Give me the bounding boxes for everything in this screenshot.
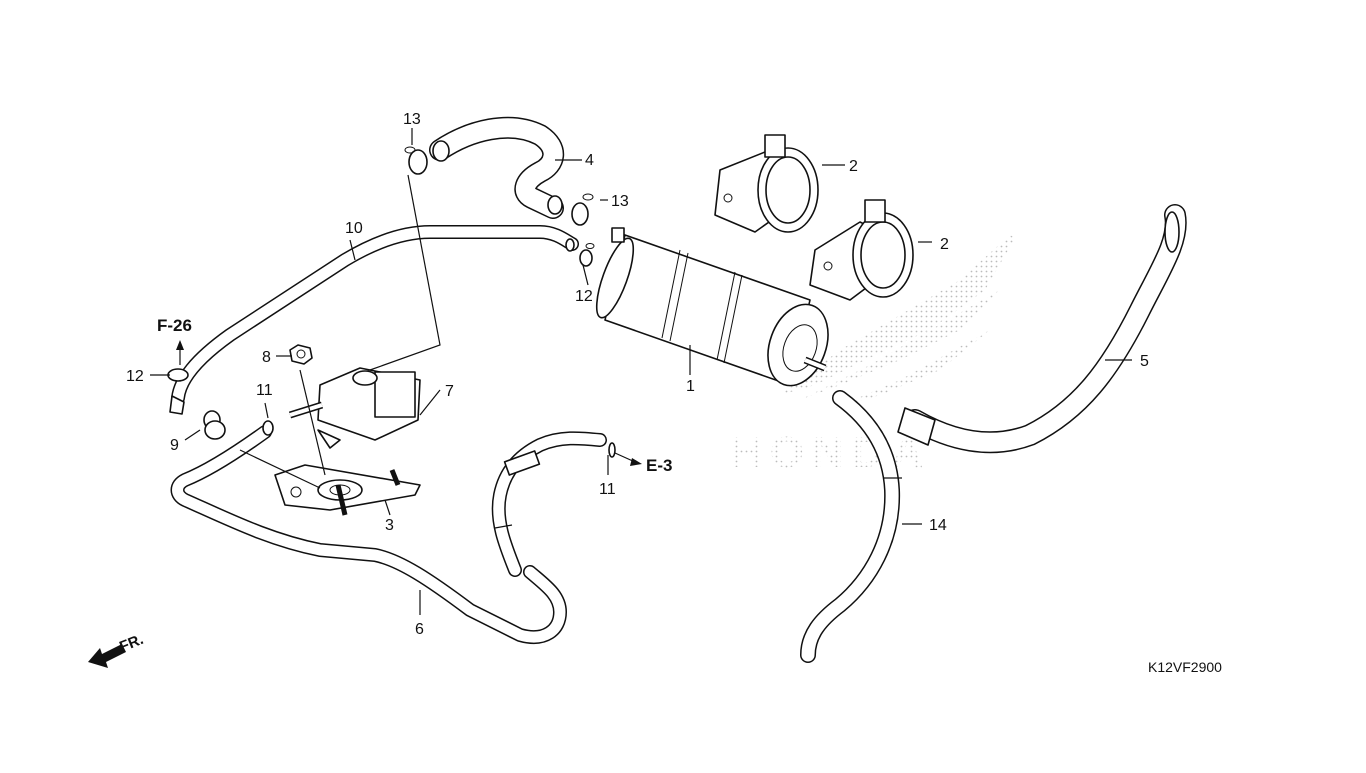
callout-4: 4 [585,152,594,169]
clips [167,146,616,458]
solenoid-valve-7 [288,367,421,449]
hose-10 [169,225,579,415]
drawing-code: K12VF2900 [1148,659,1222,675]
front-label: FR. [117,631,146,656]
callout-12-right: 12 [575,288,593,305]
grommet-9 [203,410,226,440]
callout-3: 3 [385,517,394,534]
holder-2-upper [714,134,819,233]
callout-2-lower: 2 [940,236,949,253]
callout-13-top: 13 [403,111,421,128]
ref-f26: F-26 [157,316,192,335]
hose-e3 [491,431,607,577]
holder-2-lower [809,199,914,301]
canister-1 [595,227,829,387]
callout-5: 5 [1140,353,1149,370]
callout-2-upper: 2 [849,158,858,175]
callout-14: 14 [929,517,947,534]
callout-7: 7 [445,383,454,400]
leader-lines [150,128,1132,615]
hose-14 [800,390,902,663]
watermark-text: HONDA [730,428,931,477]
hose-4 [429,116,565,219]
callout-13-right: 13 [611,193,629,210]
callout-11-right: 11 [599,481,616,498]
ref-e3: E-3 [646,456,672,475]
hose-5 [897,204,1187,454]
front-arrow: FR. [88,631,146,668]
callout-11-left: 11 [256,382,273,399]
callout-6: 6 [415,621,424,638]
callout-12-left: 12 [126,368,144,385]
callout-8: 8 [262,349,271,366]
callouts: 1 2 2 3 4 5 6 7 8 9 10 11 11 12 12 13 13… [126,111,1149,638]
hose-6 [170,425,567,644]
bracket-3 [274,464,421,516]
callout-10: 10 [345,220,363,237]
callout-1: 1 [686,378,695,395]
nut-8 [289,344,313,365]
callout-9: 9 [170,437,179,454]
